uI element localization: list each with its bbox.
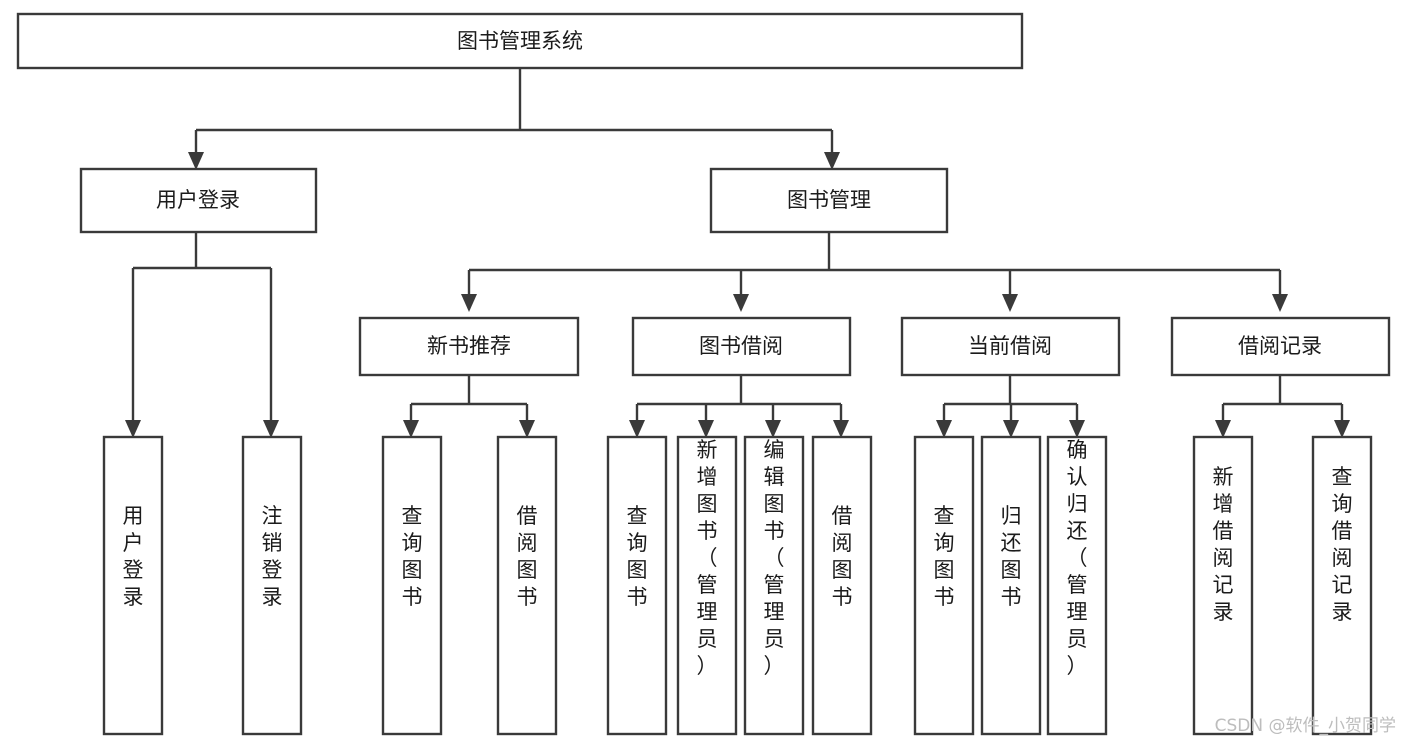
leaf-query-book-2-box[interactable]	[606, 435, 668, 736]
book-borrow-box[interactable]	[631, 316, 852, 377]
root-label: 图书管理系统	[457, 29, 583, 53]
leaf-borrow-book-2-label: 借阅图书	[832, 504, 853, 609]
node-user-login[interactable]: 用户登录	[79, 167, 318, 234]
leaf-user-login-box[interactable]	[102, 435, 164, 736]
book-management-label: 图书管理	[787, 188, 871, 212]
borrow-record-box[interactable]	[1170, 316, 1391, 377]
node-leaf-query-book-3[interactable]: 查询图书	[913, 435, 975, 736]
leaf-add-book-label: 新增图书（管理员）	[697, 438, 718, 678]
leaf-query-book-1-box[interactable]	[381, 435, 443, 736]
csdn-watermark: CSDN @软件_小贺同学	[1215, 716, 1396, 736]
arrow-to-leaf-edit-book	[765, 420, 781, 438]
arrow-to-leaf-query-book-2	[629, 420, 645, 438]
arrow-to-leaf-query-book-1	[403, 420, 419, 438]
leaf-borrow-book-1-label: 借阅图书	[517, 504, 538, 609]
node-leaf-query-book-2[interactable]: 查询图书	[606, 435, 668, 736]
leaf-confirm-return-box[interactable]	[1046, 435, 1108, 736]
root-box[interactable]	[16, 12, 1024, 70]
book-borrow-label: 图书借阅	[699, 334, 783, 358]
node-root[interactable]: 图书管理系统	[16, 12, 1024, 70]
node-leaf-user-logout[interactable]: 注销登录	[241, 435, 303, 736]
node-leaf-query-record[interactable]: 查询借阅记录	[1311, 435, 1373, 736]
leaf-user-logout-label: 注销登录	[262, 504, 283, 609]
leaf-query-book-3-box[interactable]	[913, 435, 975, 736]
arrow-to-book-borrow	[733, 294, 749, 312]
node-leaf-borrow-book-2[interactable]: 借阅图书	[811, 435, 873, 736]
user-login-box[interactable]	[79, 167, 318, 234]
arrow-to-leaf-query-book-3	[936, 420, 952, 438]
leaf-query-book-3-label: 查询图书	[934, 504, 955, 609]
leaf-borrow-book-2-box[interactable]	[811, 435, 873, 736]
borrow-record-label: 借阅记录	[1238, 334, 1322, 358]
leaf-user-login-label: 用户登录	[123, 504, 144, 609]
node-current-borrow[interactable]: 当前借阅	[900, 316, 1121, 377]
node-leaf-borrow-book-1[interactable]: 借阅图书	[496, 435, 558, 736]
arrow-to-user-login	[188, 152, 204, 170]
arrow-to-book-management	[824, 152, 840, 170]
arrow-to-leaf-add-book	[698, 420, 714, 438]
arrow-to-leaf-query-record	[1334, 420, 1350, 438]
leaf-edit-book-label: 编辑图书（管理员）	[764, 438, 785, 678]
node-leaf-query-book-1[interactable]: 查询图书	[381, 435, 443, 736]
leaf-add-record-label: 新增借阅记录	[1213, 465, 1234, 624]
leaf-confirm-return-label: 确认归还（管理员）	[1067, 438, 1088, 678]
arrow-to-leaf-add-record	[1215, 420, 1231, 438]
leaf-borrow-book-1-box[interactable]	[496, 435, 558, 736]
arrow-to-new-book-recommend	[461, 294, 477, 312]
leaf-add-book-box[interactable]	[676, 435, 738, 736]
node-leaf-add-book[interactable]: 新增图书（管理员）	[676, 435, 738, 736]
node-leaf-add-record[interactable]: 新增借阅记录	[1192, 435, 1254, 736]
connector-layer	[125, 68, 1350, 438]
leaf-user-logout-box[interactable]	[241, 435, 303, 736]
arrow-to-leaf-return-book	[1003, 420, 1019, 438]
current-borrow-box[interactable]	[900, 316, 1121, 377]
arrow-to-leaf-confirm-return	[1069, 420, 1085, 438]
leaf-query-book-1-label: 查询图书	[402, 504, 423, 609]
user-login-label: 用户登录	[156, 188, 240, 212]
leaf-query-book-2-label: 查询图书	[627, 504, 648, 609]
node-book-management[interactable]: 图书管理	[709, 167, 949, 234]
node-leaf-return-book[interactable]: 归还图书	[980, 435, 1042, 736]
arrow-to-leaf-user-login	[125, 420, 141, 438]
book-management-box[interactable]	[709, 167, 949, 234]
current-borrow-label: 当前借阅	[968, 334, 1052, 358]
node-leaf-confirm-return[interactable]: 确认归还（管理员）	[1046, 435, 1108, 736]
leaf-add-record-box[interactable]	[1192, 435, 1254, 736]
leaf-query-record-box[interactable]	[1311, 435, 1373, 736]
node-new-book-recommend[interactable]: 新书推荐	[358, 316, 580, 377]
node-leaf-user-login[interactable]: 用户登录	[102, 435, 164, 736]
node-leaf-edit-book[interactable]: 编辑图书（管理员）	[743, 435, 805, 736]
leaf-edit-book-box[interactable]	[743, 435, 805, 736]
arrow-to-leaf-borrow-book-2	[833, 420, 849, 438]
node-book-borrow[interactable]: 图书借阅	[631, 316, 852, 377]
leaf-return-book-box[interactable]	[980, 435, 1042, 736]
leaf-query-record-label: 查询借阅记录	[1332, 465, 1353, 624]
new-book-recommend-label: 新书推荐	[427, 334, 511, 358]
leaf-return-book-label: 归还图书	[1001, 504, 1022, 609]
node-borrow-record[interactable]: 借阅记录	[1170, 316, 1391, 377]
arrow-to-leaf-borrow-book-1	[519, 420, 535, 438]
arrow-to-current-borrow	[1002, 294, 1018, 312]
arrow-to-leaf-user-logout	[263, 420, 279, 438]
new-book-recommend-box[interactable]	[358, 316, 580, 377]
arrow-to-borrow-record	[1272, 294, 1288, 312]
